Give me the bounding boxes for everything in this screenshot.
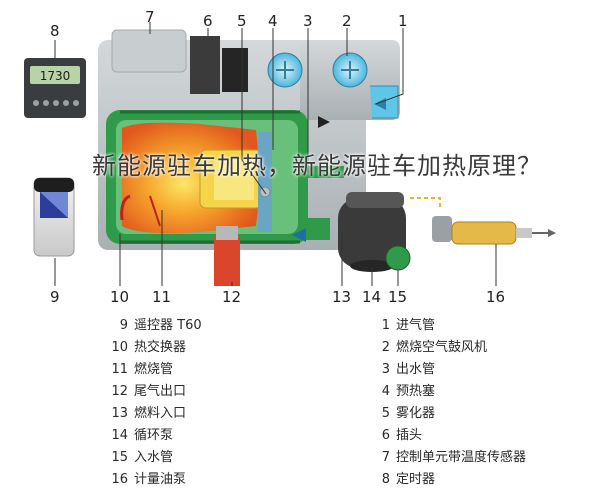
callout-4: 4 [268, 12, 278, 30]
circulation-pump [338, 192, 411, 272]
burner-tube [199, 132, 272, 232]
callout-2: 2 [342, 12, 352, 30]
callout-15: 15 [388, 288, 408, 306]
callout-10: 10 [110, 288, 130, 306]
air-intake-pipe [318, 85, 399, 128]
watermark-caption: 新能源驻车加热，新能源驻车加热原理？ [92, 152, 542, 180]
callout-1: 1 [398, 12, 408, 30]
callout-6: 6 [203, 12, 213, 30]
callout-9: 9 [50, 288, 60, 306]
timer-display: 1730 [40, 69, 71, 83]
timer-button [53, 100, 59, 106]
callout-leaders [54, 22, 497, 286]
fuel-metering-pump [410, 197, 556, 245]
callout-11: 11 [152, 288, 172, 306]
leader-line [375, 28, 404, 105]
timer-unit [24, 58, 86, 118]
callout-8: 8 [50, 22, 60, 40]
combustion-air-blower [267, 52, 368, 88]
callout-7: 7 [145, 8, 155, 26]
callout-12: 12 [222, 288, 242, 306]
callout-5: 5 [237, 12, 247, 30]
callout-3: 3 [303, 12, 313, 30]
timer-button [63, 100, 69, 106]
timer-button [73, 100, 79, 106]
callout-16: 16 [486, 288, 506, 306]
timer-button [33, 100, 39, 106]
callout-14: 14 [362, 288, 382, 306]
control-unit [111, 29, 187, 73]
plug-connector [190, 36, 220, 94]
water-pipes [292, 166, 344, 242]
timer-display-screen [30, 66, 80, 84]
timer-button [43, 100, 49, 106]
remote-control-t60 [33, 177, 75, 257]
leader-line [241, 28, 267, 195]
callout-13: 13 [332, 288, 352, 306]
exhaust-outlet [214, 226, 240, 286]
